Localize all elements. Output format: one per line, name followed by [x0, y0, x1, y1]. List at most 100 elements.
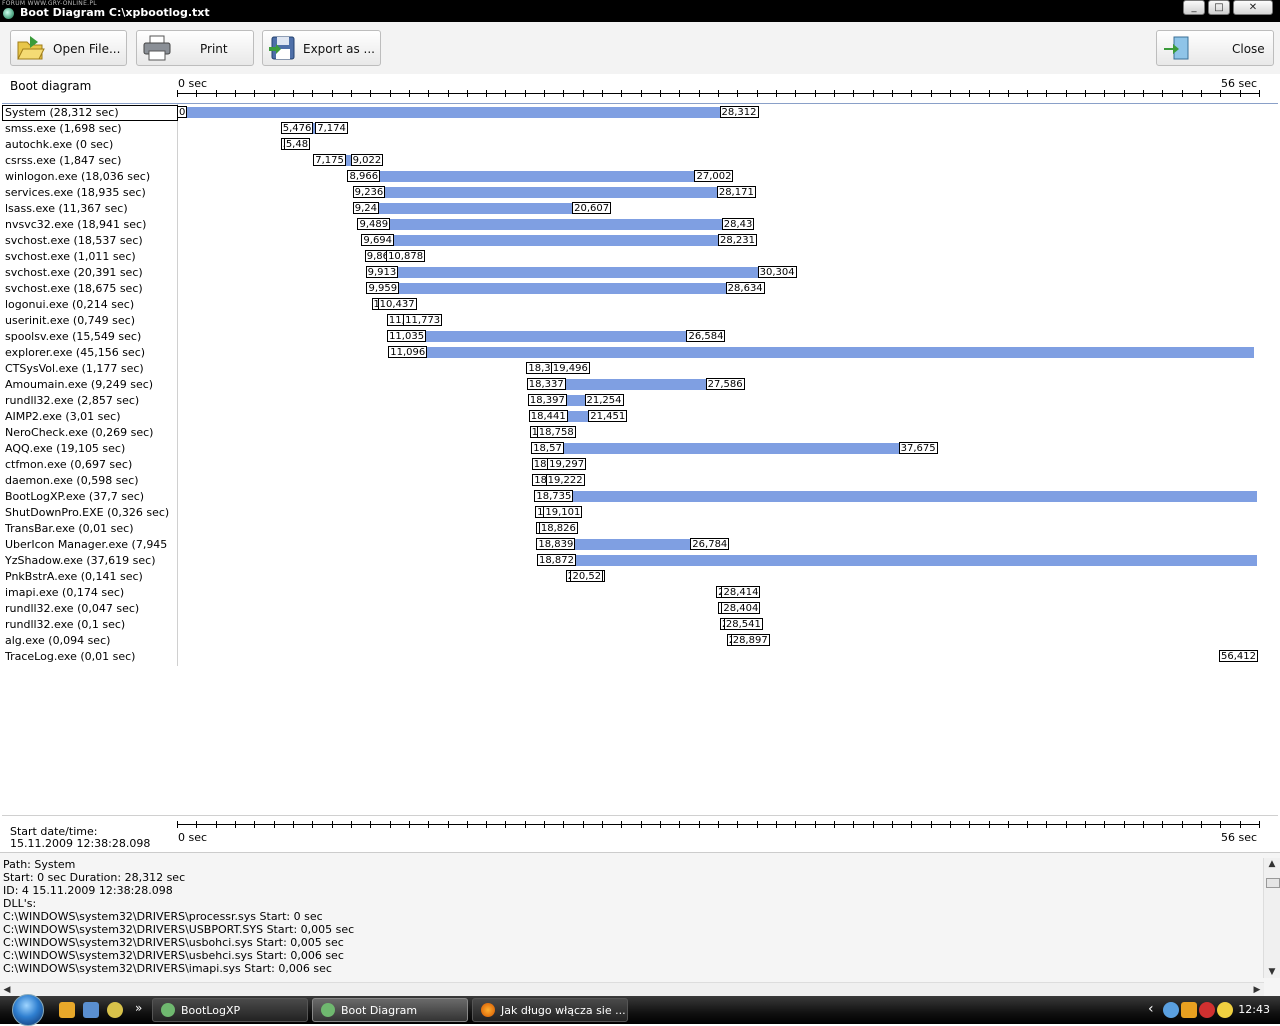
scroll-left-icon[interactable]: ◀	[3, 985, 11, 995]
process-row-label[interactable]: logonui.exe (0,214 sec)	[5, 298, 135, 311]
process-row-label[interactable]: NeroCheck.exe (0,269 sec)	[5, 426, 154, 439]
toolbar: Open File... Print Export as ... Close	[0, 22, 1280, 75]
task-label: Boot Diagram	[341, 1004, 418, 1017]
process-row-label[interactable]: rundll32.exe (2,857 sec)	[5, 394, 140, 407]
process-row-label[interactable]: UberIcon Manager.exe (7,945	[5, 538, 168, 551]
process-row-label[interactable]: services.exe (18,935 sec)	[5, 186, 146, 199]
process-duration-bar[interactable]	[528, 379, 706, 390]
network-icon[interactable]	[1163, 1002, 1179, 1018]
process-duration-bar[interactable]	[363, 235, 718, 246]
open-file-button[interactable]: Open File...	[10, 30, 127, 66]
axis-end-top: 56 sec	[1221, 77, 1258, 90]
process-row-label[interactable]: svchost.exe (18,537 sec)	[5, 234, 143, 247]
process-row-label[interactable]: winlogon.exe (18,036 sec)	[5, 170, 151, 183]
end-time-label: 26,784	[690, 538, 730, 550]
start-datetime: Start date/time: 15.11.2009 12:38:28.098	[10, 826, 150, 850]
process-duration-bar[interactable]	[533, 443, 899, 454]
print-button[interactable]: Print	[136, 30, 254, 66]
tray-expand-icon[interactable]: ‹	[1148, 1001, 1154, 1017]
process-duration-bar[interactable]	[536, 491, 1257, 502]
time-ruler-top	[177, 89, 1260, 97]
process-row-label[interactable]: daemon.exe (0,598 sec)	[5, 474, 139, 487]
process-row-label[interactable]: PnkBstrA.exe (0,141 sec)	[5, 570, 143, 583]
start-time-label: 9,24	[352, 202, 379, 214]
process-row-label[interactable]: AQQ.exe (19,105 sec)	[5, 442, 126, 455]
minimize-button[interactable]: _	[1183, 0, 1205, 15]
maximize-button[interactable]: □	[1208, 0, 1230, 15]
process-row-label[interactable]: smss.exe (1,698 sec)	[5, 122, 122, 135]
process-duration-bar[interactable]	[538, 539, 691, 550]
details-line: DLL's:	[3, 897, 37, 910]
process-duration-bar[interactable]	[354, 187, 717, 198]
close-window-button[interactable]: ✕	[1233, 0, 1273, 15]
window-title: Boot Diagram C:\xpbootlog.txt	[20, 6, 210, 19]
end-time-label: 21,451	[588, 410, 628, 422]
process-duration-bar[interactable]	[178, 107, 720, 118]
task-firefox[interactable]: Jak długo włącza sie ...	[472, 998, 628, 1022]
process-row-label[interactable]: YzShadow.exe (37,619 sec)	[5, 554, 156, 567]
process-row-label[interactable]: Amoumain.exe (9,249 sec)	[5, 378, 154, 391]
process-duration-bar[interactable]	[538, 555, 1257, 566]
task-label: Jak długo włącza sie ...	[501, 1004, 626, 1017]
process-row-label[interactable]: rundll32.exe (0,047 sec)	[5, 602, 140, 615]
process-duration-bar[interactable]	[390, 347, 1254, 358]
process-row-label[interactable]: spoolsv.exe (15,549 sec)	[5, 330, 142, 343]
process-row-label[interactable]: svchost.exe (18,675 sec)	[5, 282, 143, 295]
process-row-label[interactable]: alg.exe (0,094 sec)	[5, 634, 111, 647]
scroll-right-icon[interactable]: ▶	[1253, 985, 1261, 995]
quicklaunch-app-icon[interactable]	[107, 1002, 123, 1018]
boot-diagram-panel[interactable]: Boot diagram 0 sec 56 sec System (28,312…	[0, 74, 1280, 852]
process-row-label[interactable]: svchost.exe (20,391 sec)	[5, 266, 143, 279]
quicklaunch-more-icon[interactable]: »	[135, 1001, 143, 1015]
end-time-label: 28,404	[721, 602, 761, 614]
close-button[interactable]: Close	[1156, 30, 1274, 66]
process-duration-bar[interactable]	[367, 267, 758, 278]
process-row-label[interactable]: userinit.exe (0,749 sec)	[5, 314, 136, 327]
process-row-label[interactable]: nvsvc32.exe (18,941 sec)	[5, 218, 147, 231]
task-boot-diagram[interactable]: Boot Diagram	[312, 998, 468, 1022]
process-row-label[interactable]: System (28,312 sec)	[2, 105, 178, 121]
process-row-label[interactable]: autochk.exe (0 sec)	[5, 138, 114, 151]
process-duration-bar[interactable]	[354, 203, 573, 214]
end-time-label: 10,437	[377, 298, 417, 310]
bootlogxp-icon	[161, 1003, 175, 1017]
details-vertical-scrollbar[interactable]: ▲ ▼	[1263, 858, 1280, 978]
watermark: FORUM WWW.GRY-ONLINE.PL	[2, 0, 97, 7]
details-line: C:\WINDOWS\system32\DRIVERS\processr.sys…	[3, 910, 323, 923]
details-line: ID: 4 15.11.2009 12:38:28.098	[3, 884, 173, 897]
process-row-label[interactable]: AIMP2.exe (3,01 sec)	[5, 410, 121, 423]
task-bootlogxp[interactable]: BootLogXP	[152, 998, 308, 1022]
quicklaunch-aimp-icon[interactable]	[59, 1002, 75, 1018]
export-button[interactable]: Export as ...	[262, 30, 381, 66]
process-duration-bar[interactable]	[349, 171, 695, 182]
scroll-down-icon[interactable]: ▼	[1268, 967, 1276, 977]
process-row-label[interactable]: explorer.exe (45,156 sec)	[5, 346, 146, 359]
process-row-label[interactable]: imapi.exe (0,174 sec)	[5, 586, 125, 599]
start-button[interactable]	[12, 994, 44, 1026]
process-row-label[interactable]: ShutDownPro.EXE (0,326 sec)	[5, 506, 170, 519]
media-player-icon[interactable]	[1181, 1002, 1197, 1018]
process-row-label[interactable]: svchost.exe (1,011 sec)	[5, 250, 136, 263]
process-row-label[interactable]: ctfmon.exe (0,697 sec)	[5, 458, 133, 471]
end-time-label: 11,773	[403, 314, 443, 326]
process-duration-bar[interactable]	[368, 283, 726, 294]
process-duration-bar[interactable]	[389, 331, 687, 342]
process-row-label[interactable]: TraceLog.exe (0,01 sec)	[5, 650, 136, 663]
process-row-label[interactable]: CTSysVol.exe (1,177 sec)	[5, 362, 144, 375]
quicklaunch-desktop-icon[interactable]	[83, 1002, 99, 1018]
start-time-label: 18,872	[536, 554, 576, 566]
process-row-label[interactable]: rundll32.exe (0,1 sec)	[5, 618, 126, 631]
process-row-label[interactable]: csrss.exe (1,847 sec)	[5, 154, 122, 167]
process-row-label[interactable]: lsass.exe (11,367 sec)	[5, 202, 128, 215]
scroll-up-icon[interactable]: ▲	[1268, 859, 1276, 869]
process-row-label[interactable]: TransBar.exe (0,01 sec)	[5, 522, 134, 535]
process-row-label[interactable]: BootLogXP.exe (37,7 sec)	[5, 490, 145, 503]
exit-door-icon	[1164, 36, 1189, 60]
details-horizontal-scrollbar[interactable]: ◀ ▶	[0, 982, 1264, 997]
end-time-label: 19,222	[545, 474, 585, 486]
messenger-icon[interactable]	[1217, 1002, 1233, 1018]
process-duration-bar[interactable]	[359, 219, 722, 230]
shutdown-tray-icon[interactable]	[1199, 1002, 1215, 1018]
scroll-thumb[interactable]	[1266, 878, 1280, 888]
